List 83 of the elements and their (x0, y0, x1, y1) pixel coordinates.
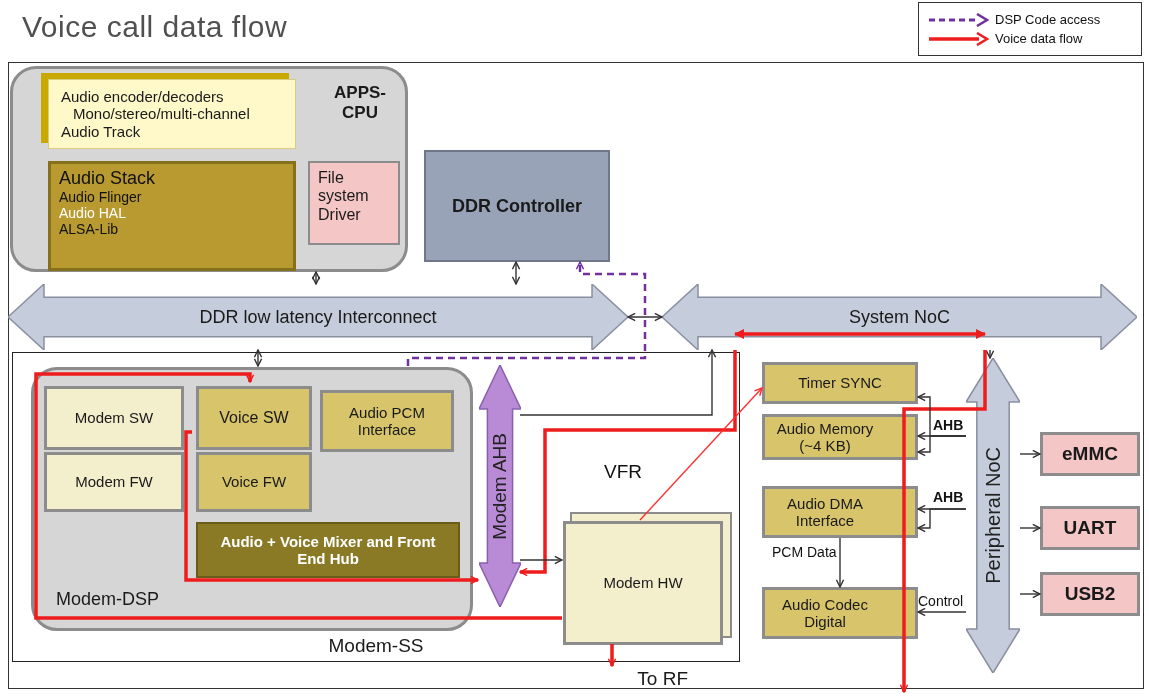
block-label: eMMC (1062, 443, 1118, 465)
block-label: Audio DMA Interface (786, 494, 864, 530)
block-label: Modem HW (603, 574, 683, 592)
bus-label: Peripheral NoC (981, 447, 1005, 584)
subsystem-frame (12, 352, 740, 662)
arrow (917, 508, 967, 533)
data-flow-arrow (519, 350, 737, 577)
arrow (1019, 589, 1041, 599)
block-label: Audio Codec Digital (781, 595, 869, 631)
legend-label: DSP Code access (995, 12, 1101, 27)
block-label: Mono/stereo/multi-channel (73, 105, 250, 123)
peripheral-block (1040, 572, 1140, 616)
arrow (639, 387, 763, 521)
dsp-panel (31, 367, 473, 631)
block-label: Audio Memory (~4 KB) (775, 419, 875, 455)
arrow (917, 607, 967, 617)
code-access-arrow (406, 261, 647, 366)
edge-label: PCM Data (772, 545, 837, 559)
block-label: Voice FW (221, 473, 287, 491)
peripheral-block (1040, 432, 1140, 476)
block-label: UART (1063, 517, 1117, 539)
mixer-block (196, 522, 460, 578)
block-label: ALSA-Lib (59, 220, 119, 237)
bus-label: Modem AHB (489, 432, 511, 540)
arrow (311, 271, 321, 285)
arrow (511, 261, 521, 285)
block-label: Timer SYNC (798, 374, 882, 392)
memory-block (762, 414, 918, 460)
block-label: DDR low latency Interconnect (199, 306, 437, 328)
arrow (1019, 523, 1041, 533)
arrow (519, 349, 717, 416)
arrow (985, 349, 995, 359)
arrow (917, 435, 967, 457)
block-heading: Audio Stack (59, 168, 156, 189)
driver-block (308, 161, 400, 245)
peripheral-block (1040, 506, 1140, 550)
interface-block (320, 390, 454, 452)
edge-label: AHB (933, 418, 964, 432)
data-flow-arrow (607, 644, 617, 667)
arrow (1019, 449, 1041, 459)
block-label: Modem-DSP (56, 589, 160, 610)
block-label: DDR Controller (452, 195, 582, 217)
block-label: File system Driver (318, 169, 370, 225)
audio-stack-block (48, 161, 296, 271)
software-block (44, 386, 184, 450)
arrow (519, 555, 563, 565)
block-label: Audio HAL (59, 204, 126, 221)
modem-bus (479, 365, 521, 607)
data-flow-arrow (184, 430, 479, 585)
edge-label: VFR (604, 462, 642, 481)
firmware-block (196, 452, 312, 512)
block-label: APPS-CPU (333, 83, 387, 123)
controller-block (424, 150, 610, 262)
codec-block (762, 587, 918, 639)
block-label: Modem-SS (328, 635, 424, 657)
legend-label: Voice data flow (995, 31, 1083, 46)
block-label: Audio encoder/decoders (61, 88, 224, 106)
block-label: Audio + Voice Mixer and Front End Hub (219, 532, 437, 568)
cpu-panel (10, 66, 408, 272)
edge-label: Control (918, 594, 964, 608)
arrow (627, 312, 663, 322)
dma-block (762, 486, 918, 538)
timer-block (762, 362, 918, 404)
block-label: System NoC (849, 306, 950, 328)
system-bus (662, 284, 1137, 350)
block-label: Modem SW (74, 409, 154, 427)
block-label: Audio PCM Interface (348, 403, 426, 439)
arrow (835, 537, 845, 588)
block-label: Audio Flinger (59, 188, 142, 205)
interconnect-bus (8, 284, 628, 350)
data-flow-arrow (34, 372, 562, 620)
diagram-title: Voice call data flow (22, 10, 288, 44)
software-block (196, 386, 312, 450)
block-label: Voice SW (219, 408, 289, 428)
firmware-block (44, 452, 184, 512)
peripheral-bus (966, 358, 1020, 673)
block-label: USB2 (1064, 583, 1116, 605)
block-label: Audio Track (61, 122, 141, 140)
block-label: To RF (637, 668, 688, 690)
edge-label: AHB (933, 490, 964, 504)
arrow (253, 349, 263, 367)
block-label: Modem FW (75, 473, 153, 491)
data-flow-arrow (899, 350, 987, 693)
